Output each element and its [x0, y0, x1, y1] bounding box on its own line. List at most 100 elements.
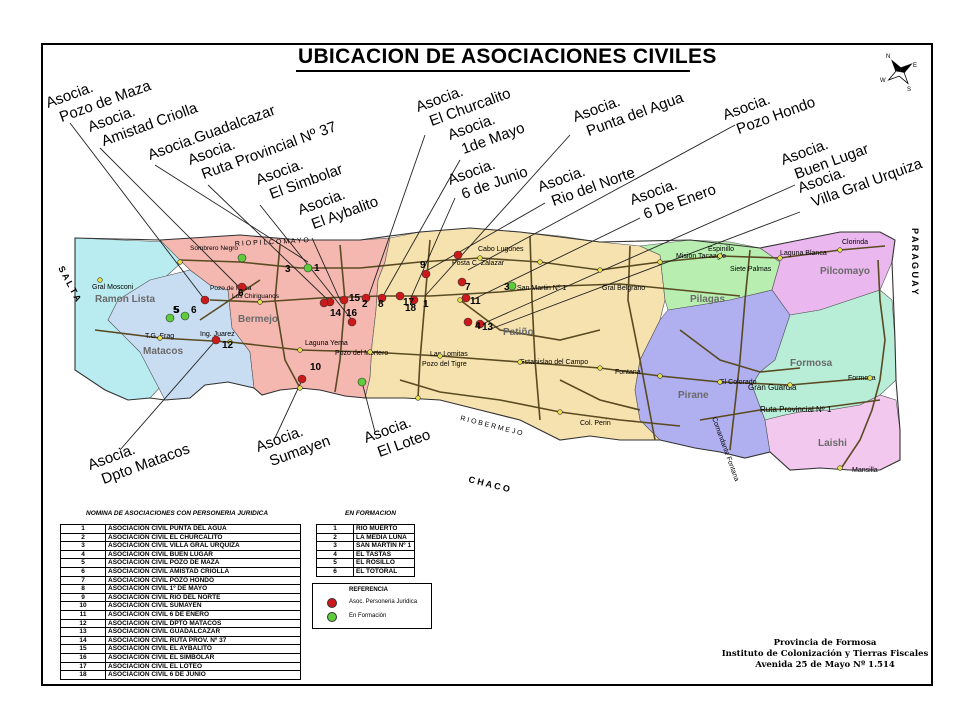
row-number: 14 — [60, 635, 106, 646]
institution-address: Avenida 25 de Mayo Nº 1.514 — [755, 660, 895, 670]
callout-pozo-hondo: Asocia.Pozo Hondo — [721, 77, 818, 141]
town-dot — [597, 365, 603, 371]
row-number: 4 — [60, 549, 106, 560]
row-number: 1 — [60, 524, 106, 534]
leader-punta-del-agua — [424, 134, 571, 297]
row-name: LA MEDIA LUNA — [353, 532, 415, 543]
town-dot — [557, 409, 563, 415]
place-label: Laguna Blanca — [780, 250, 827, 257]
compass-e: E — [913, 63, 917, 69]
map-number: 8 — [378, 299, 384, 310]
compass-rose-icon: N E W S — [880, 54, 917, 93]
chaco-label: C H A C O — [468, 474, 512, 494]
town-dot — [867, 375, 873, 381]
leader-villa-gral-urquiza — [487, 211, 801, 331]
title-underline — [296, 70, 690, 72]
place-label: El Colorado — [720, 379, 757, 386]
rio-pilcomayo-label: R I O P I L C O M A Y O — [235, 237, 310, 248]
dept-matacos: Matacos — [143, 346, 183, 357]
row-number: 6 — [316, 566, 354, 577]
association-dot-juridica — [347, 317, 357, 327]
leader-pozo-hondo — [467, 124, 736, 271]
map-number: 11 — [470, 296, 481, 307]
legend-red-dot-icon — [327, 598, 337, 608]
association-dot-juridica — [409, 295, 419, 305]
leader-6-de-enero — [471, 217, 641, 301]
place-label: Sombrero Negro — [190, 245, 238, 252]
road-ns-4 — [729, 249, 751, 451]
row-number: 7 — [60, 575, 106, 586]
row-name: SAN MARTIN Nº 1 — [353, 541, 415, 551]
association-dot-juridica — [211, 335, 221, 345]
town-dot — [437, 353, 443, 359]
town-dot — [457, 297, 463, 303]
table-a-header: NOMINA DE ASOCIACIONES CON PERSONERIA JU… — [86, 510, 269, 517]
leader-guadalcazar — [154, 164, 309, 263]
row-name: ASOCIACION CIVIL VILLA GRAL URQUIZA — [105, 541, 301, 551]
department-labels: Ramon Lista Matacos Bermejo Patiño Pilag… — [95, 266, 870, 449]
town-dot — [477, 255, 483, 261]
row-number: 13 — [60, 627, 106, 637]
leader-pozo-de-maza — [69, 122, 206, 301]
row-name: RIO MUERTO — [353, 524, 415, 534]
row-name: ASOCIACION CIVIL EL SIMBOLAR — [105, 652, 301, 663]
callout-6-de-junio: Asocia.6 de Junio — [446, 146, 531, 205]
town-dot — [657, 259, 663, 265]
row-number: 11 — [60, 609, 106, 620]
town-dot — [227, 339, 233, 345]
association-dot-juridica — [339, 295, 349, 305]
row-number: 5 — [316, 558, 354, 568]
place-label: Ing. Juarez — [200, 331, 235, 338]
road-diag-4 — [199, 279, 261, 321]
place-label: Gral Mosconi — [92, 284, 134, 291]
map-number: 15 — [349, 293, 361, 304]
legend-juridica-label: Asoc. Personeria Juridica — [349, 599, 418, 605]
compass-w: W — [880, 78, 886, 84]
map-number-labels: 1 2 3 4 5 6 7 8 9 10 11 12 13 14 15 16 1… — [173, 260, 510, 373]
place-label: Posta C. Zalazar — [452, 260, 505, 267]
row-name: EL ROSILLO — [353, 558, 415, 568]
row-name: EL TASTAS — [353, 549, 415, 560]
paraguay-label: P A R A G U A Y — [910, 228, 920, 295]
association-dot-formacion — [180, 311, 190, 321]
row-number: 4 — [316, 549, 354, 560]
leader-ruta-37 — [207, 184, 331, 303]
leader-sumayen — [274, 379, 303, 439]
row-number: 18 — [60, 670, 106, 680]
dept-ramon-lista: Ramon Lista — [95, 294, 155, 305]
town-dot — [787, 382, 793, 388]
map-number: 12 — [222, 340, 234, 351]
place-label: Mision Tacaagle — [676, 253, 726, 260]
compass-n: N — [886, 54, 890, 60]
place-label: Siete Palmas — [730, 266, 772, 273]
callout-punta-del-agua: Asocia.Punta del Agua — [571, 72, 687, 143]
place-label: San Martin Nº 1 — [517, 285, 566, 292]
map-number: 4 — [475, 321, 481, 332]
dept-pilcomayo: Pilcomayo — [820, 266, 870, 277]
row-name: ASOCIACION CIVIL PUNTA DEL AGUA — [105, 524, 301, 534]
row-number: 6 — [60, 566, 106, 577]
association-dot-juridica — [463, 317, 473, 327]
row-number: 9 — [60, 592, 106, 603]
callout-sumayen: Asocia.Sumayen — [254, 415, 333, 472]
compass-s: S — [907, 87, 911, 93]
map-number: 18 — [405, 303, 417, 314]
town-dot — [657, 373, 663, 379]
page-title: UBICACION DE ASOCIACIONES CIVILES — [298, 45, 717, 68]
row-name: ASOCIACION CIVIL RIO DEL NORTE — [105, 592, 301, 603]
